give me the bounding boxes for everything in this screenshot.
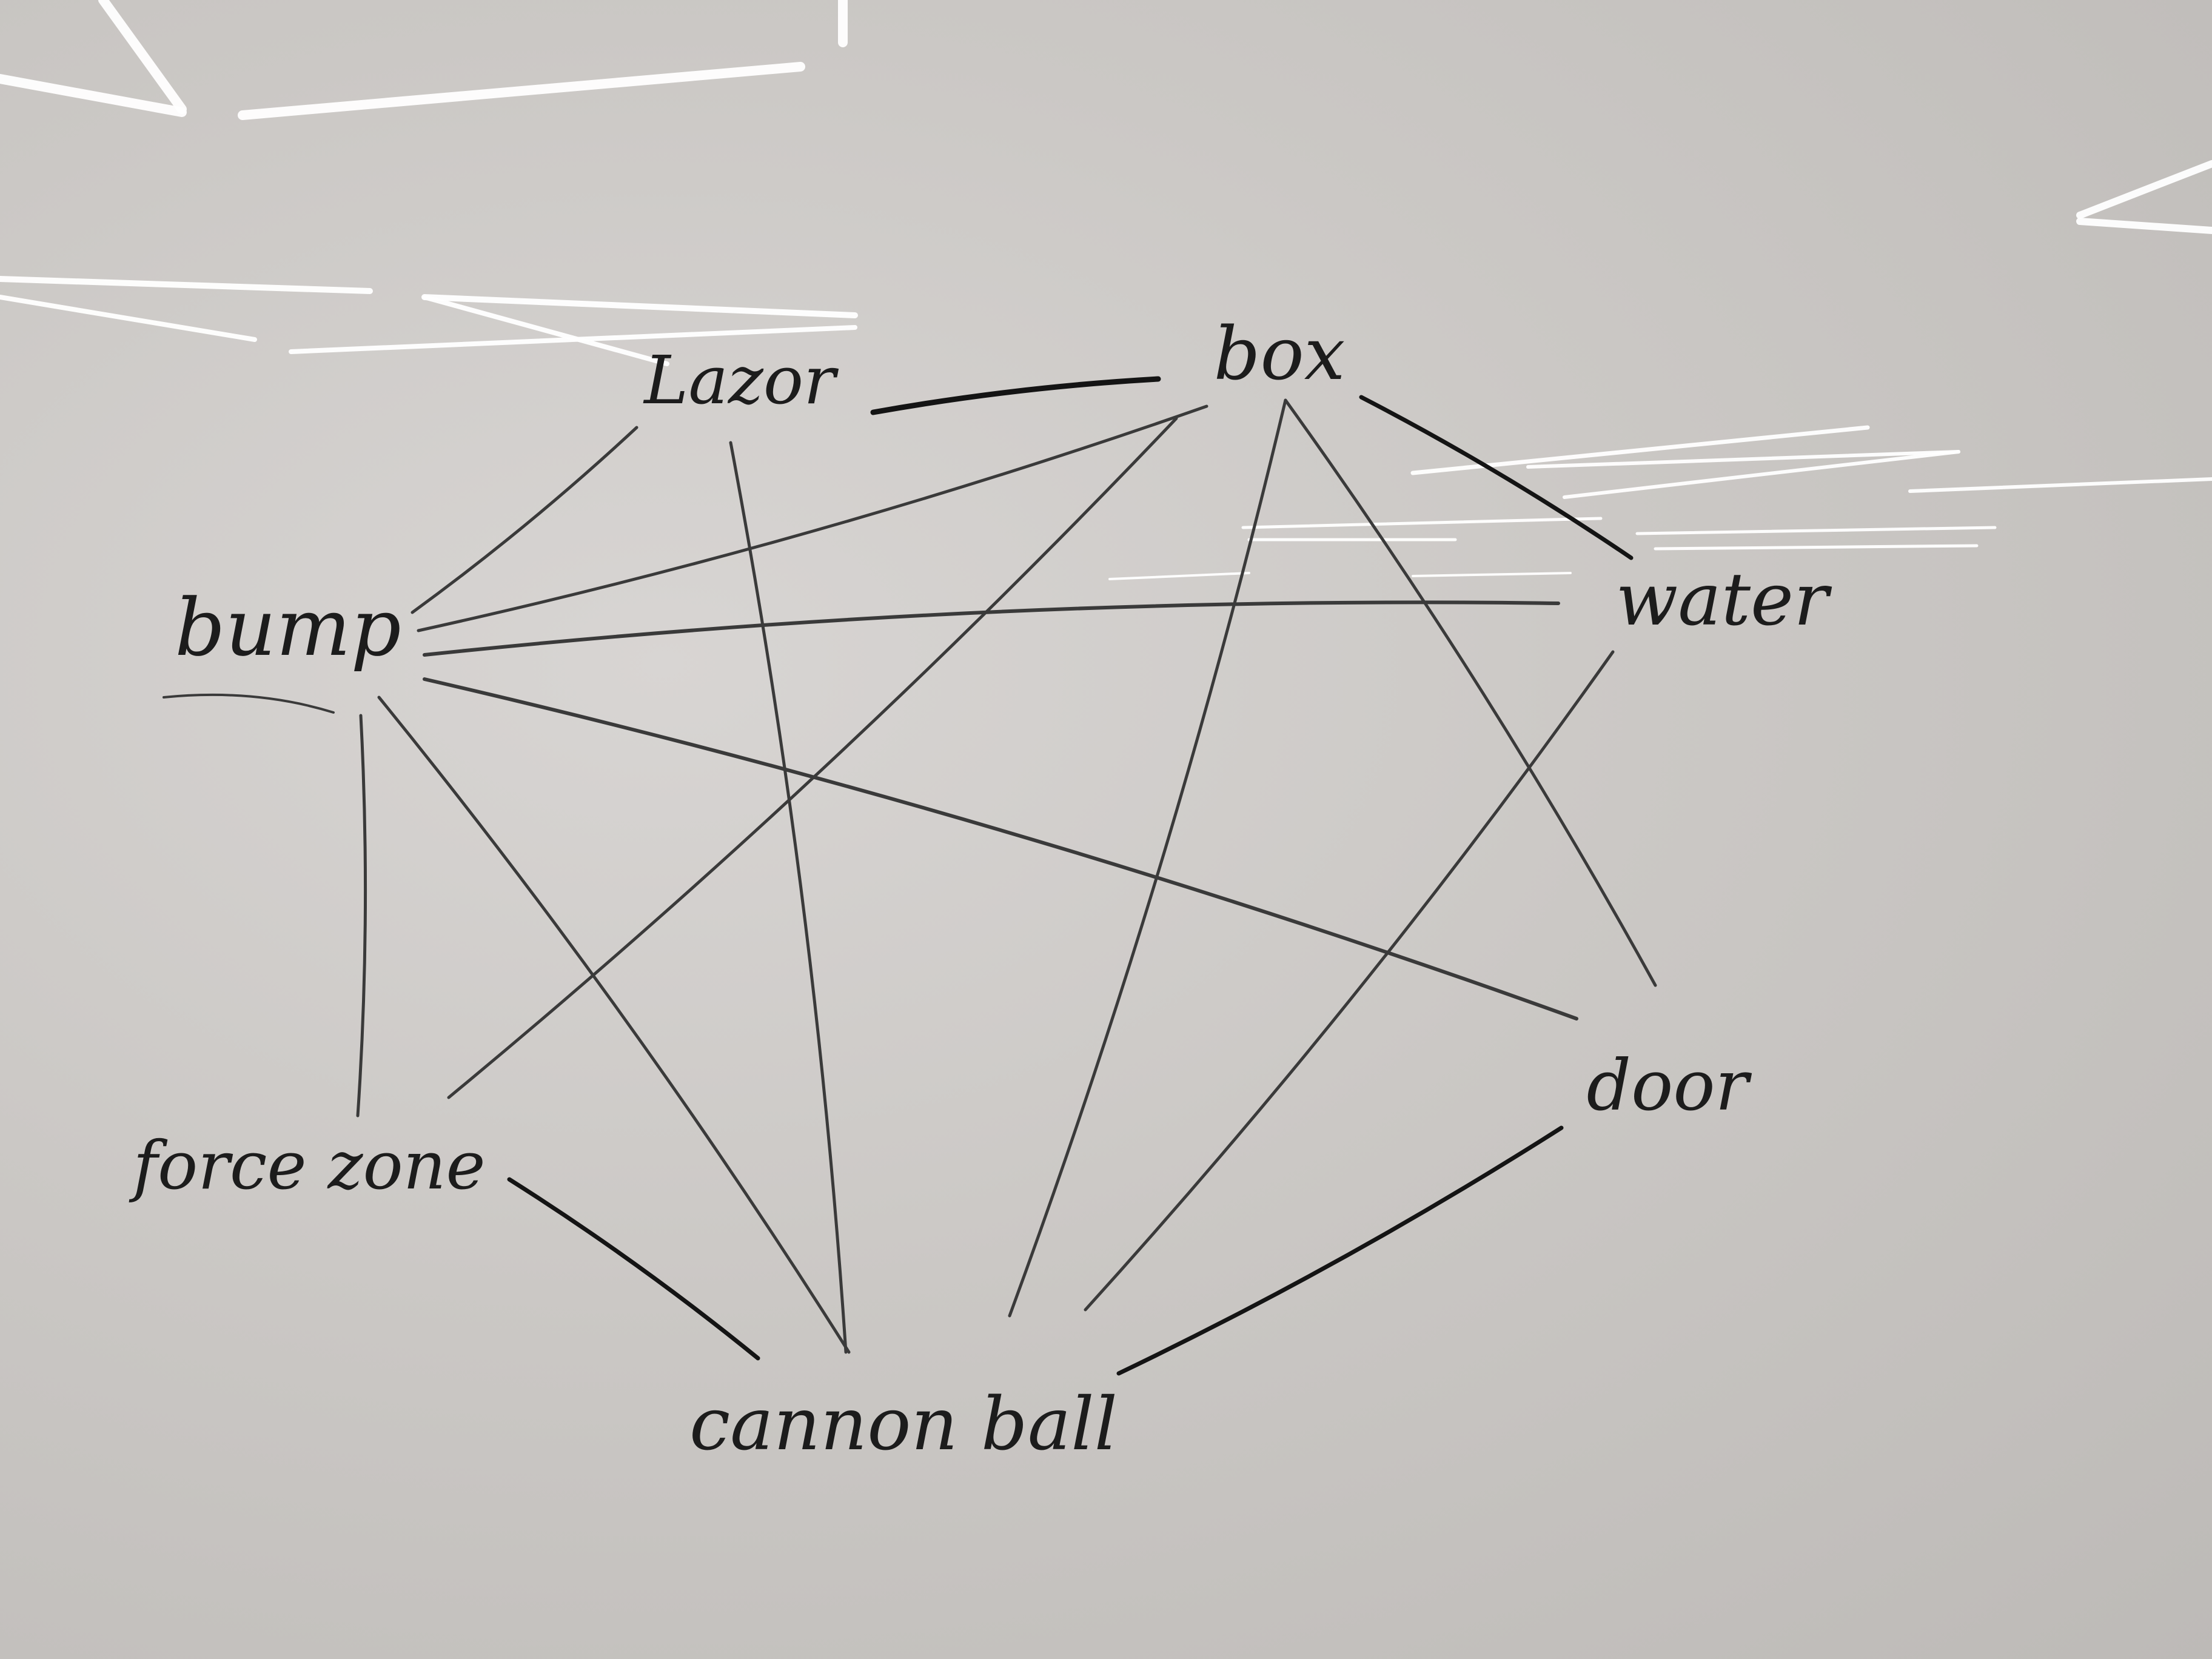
edge-box-to-water (1359, 395, 1634, 560)
edge-force-zone-to-cannon-ball (507, 1177, 760, 1361)
edge-water-to-cannon-ball (1084, 650, 1615, 1312)
bump-underline-stroke (163, 693, 335, 714)
node-label-door: door (1586, 1045, 1752, 1127)
edge-door-to-cannon-ball (1116, 1125, 1564, 1376)
edge-bump-to-force-zone (356, 714, 367, 1118)
edge-layer (163, 376, 1657, 1376)
node-label-cannon-ball: cannon ball (689, 1382, 1118, 1467)
label-layer: Lazor box bump water door force zone cannon ba… (129, 312, 1832, 1467)
edge-box-to-bump (417, 404, 1208, 632)
node-label-bump: bump (175, 581, 401, 674)
edge-box-to-door (1284, 398, 1657, 987)
edge-bump-to-door (423, 677, 1578, 1021)
edge-lazor-to-cannon-ball (729, 441, 848, 1354)
edge-bump-to-water (423, 600, 1560, 657)
node-label-water: water (1616, 558, 1832, 642)
edge-box-to-cannon-ball (1008, 398, 1287, 1318)
edge-lazor-to-box (870, 376, 1161, 415)
edge-bump-to-cannon-ball (377, 695, 851, 1354)
node-label-box: box (1214, 312, 1346, 397)
node-label-lazor: Lazor (643, 341, 839, 419)
edge-box-to-force-zone (447, 417, 1178, 1099)
node-label-force-zone: force zone (129, 1127, 485, 1204)
edge-lazor-to-bump (411, 426, 638, 614)
